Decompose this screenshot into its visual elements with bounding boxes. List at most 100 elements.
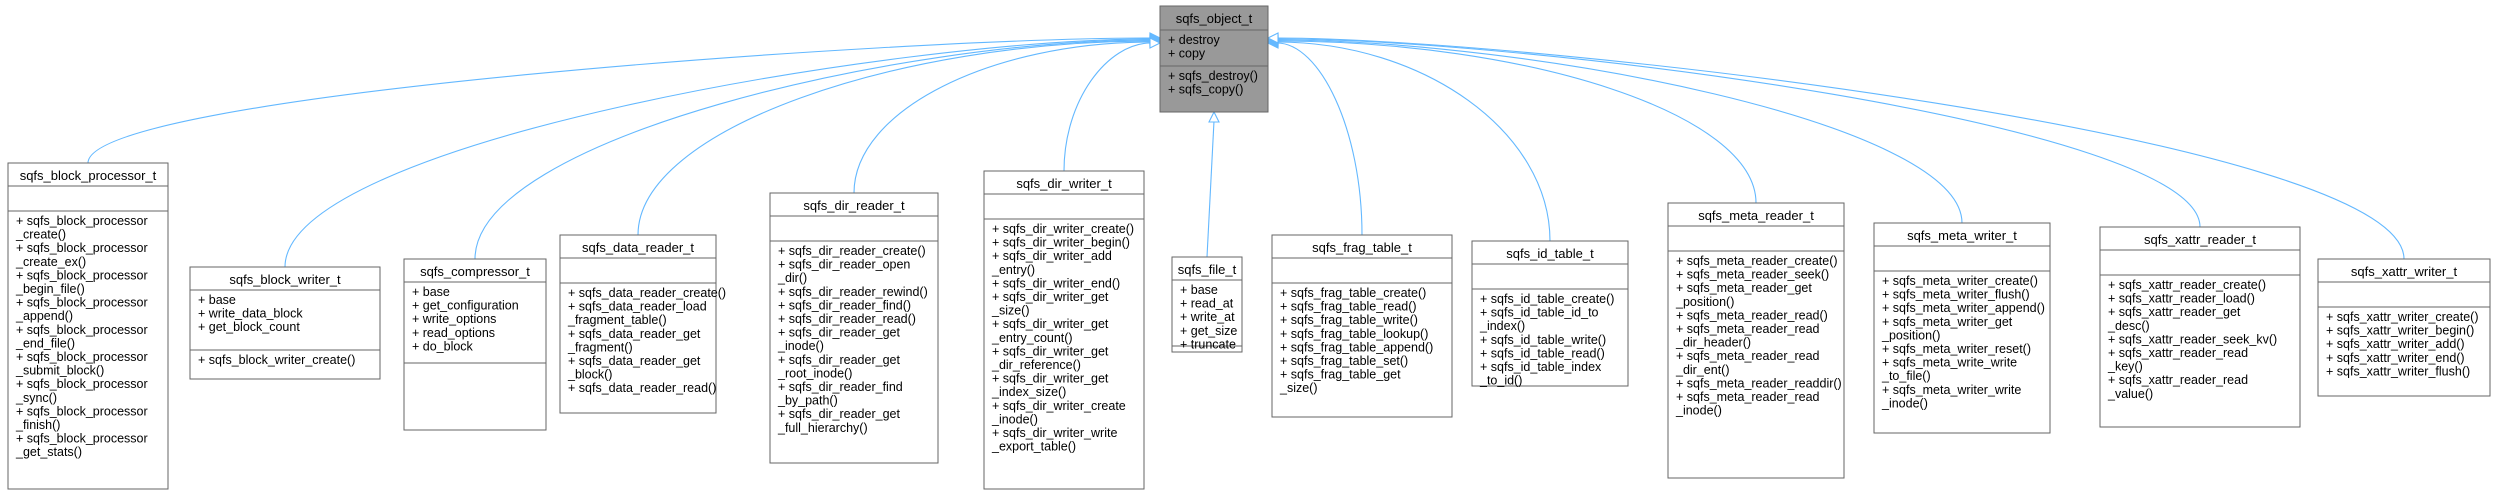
class-box-sqfs-meta-writer[interactable]: sqfs_meta_writer_t+ sqfs_meta_writer_cre…	[1873, 222, 2051, 434]
class-method: + sqfs_data_reader_get	[568, 354, 701, 368]
inheritance-edge-sqfs-dir-reader	[853, 41, 1152, 194]
class-method: + sqfs_meta_reader_read	[1676, 390, 1820, 404]
class-method: _size()	[1279, 381, 1318, 395]
class-attribute: + destroy	[1168, 33, 1221, 47]
class-method: + sqfs_frag_table_write()	[1280, 313, 1418, 327]
class-method: + sqfs_dir_writer_add	[992, 249, 1112, 263]
class-method: + sqfs_xattr_reader_read	[2108, 373, 2248, 387]
class-method: _to_file()	[1881, 369, 1931, 383]
class-method: + sqfs_frag_table_create()	[1280, 286, 1426, 300]
class-method: _get_stats()	[15, 445, 82, 459]
class-method: + sqfs_meta_writer_reset()	[1882, 342, 2031, 356]
class-method: + sqfs_dir_reader_open	[778, 258, 910, 272]
inheritance-edge-sqfs-dir-writer	[1063, 42, 1152, 172]
class-method: + sqfs_frag_table_set()	[1280, 354, 1408, 368]
class-attribute: + write_options	[412, 312, 496, 326]
class-method: + sqfs_data_reader_load	[568, 300, 707, 314]
class-method: + sqfs_block_processor	[16, 296, 148, 310]
class-name: sqfs_object_t	[1176, 11, 1253, 26]
class-method: + sqfs_xattr_reader_seek_kv()	[2108, 332, 2277, 346]
inheritance-edge-sqfs-block-processor	[87, 37, 1152, 164]
inheritance-arrowhead	[1208, 110, 1220, 123]
class-box-sqfs-xattr-reader[interactable]: sqfs_xattr_reader_t+ sqfs_xattr_reader_c…	[2099, 226, 2301, 428]
class-method: _fragment_table()	[567, 313, 667, 327]
class-method: + sqfs_xattr_reader_get	[2108, 305, 2241, 319]
class-box-sqfs-xattr-writer[interactable]: sqfs_xattr_writer_t+ sqfs_xattr_writer_c…	[2317, 258, 2491, 397]
class-name: sqfs_block_writer_t	[229, 272, 341, 287]
class-box-sqfs-data-reader[interactable]: sqfs_data_reader_t+ sqfs_data_reader_cre…	[559, 234, 726, 414]
class-box-root[interactable]: sqfs_object_t+ destroy+ copy+ sqfs_destr…	[1159, 5, 1269, 113]
class-method: + sqfs_meta_writer_append()	[1882, 301, 2045, 315]
class-attribute: + get_configuration	[412, 299, 519, 313]
class-name: sqfs_meta_reader_t	[1698, 208, 1814, 223]
class-method: _index()	[1479, 319, 1525, 333]
class-method: + sqfs_dir_reader_create()	[778, 244, 926, 258]
class-method: + sqfs_meta_write_write	[1882, 356, 2017, 370]
class-method: + sqfs_id_table_read()	[1480, 346, 1605, 360]
class-method: + sqfs_id_table_write()	[1480, 333, 1606, 347]
class-method: _sync()	[15, 391, 57, 405]
class-method: + sqfs_block_processor	[16, 323, 148, 337]
class-method: + sqfs_dir_reader_find	[778, 380, 903, 394]
class-method: _finish()	[15, 418, 60, 432]
class-method: + sqfs_meta_writer_write	[1882, 383, 2021, 397]
class-method: _value()	[2107, 387, 2153, 401]
class-box-sqfs-frag-table[interactable]: sqfs_frag_table_t+ sqfs_frag_table_creat…	[1271, 234, 1453, 418]
class-box-frame	[1667, 202, 1845, 479]
class-method: + sqfs_xattr_reader_load()	[2108, 292, 2255, 306]
inheritance-edge-sqfs-xattr-reader	[1276, 38, 2201, 228]
class-attribute: + get_block_count	[198, 320, 300, 334]
class-method: _inode()	[991, 412, 1038, 426]
inheritance-edge-sqfs-meta-writer	[1276, 39, 1963, 224]
class-method: _dir()	[777, 271, 807, 285]
class-attribute: + read_options	[412, 326, 495, 340]
class-method: + sqfs_dir_writer_create()	[992, 222, 1134, 236]
class-box-sqfs-dir-reader[interactable]: sqfs_dir_reader_t + sqfs_dir_reader_creat…	[769, 192, 939, 464]
class-method: + sqfs_data_reader_read()	[568, 381, 716, 395]
class-attribute: + get_size	[1180, 324, 1237, 338]
class-box-sqfs-id-table[interactable]: sqfs_id_table_t+ sqfs_id_table_create()+…	[1471, 240, 1629, 388]
class-box-frame	[1159, 5, 1269, 113]
class-method: + sqfs_block_processor	[16, 350, 148, 364]
class-box-frame	[983, 170, 1145, 490]
class-method: + sqfs_id_table_id_to	[1480, 306, 1599, 320]
class-method: _create()	[15, 228, 66, 242]
class-method: _dir_header()	[1675, 336, 1751, 350]
class-method: + sqfs_data_reader_get	[568, 327, 701, 341]
class-box-sqfs-compressor[interactable]: sqfs_compressor_t + base+ get_configurati…	[403, 258, 547, 431]
class-method: + sqfs_frag_table_read()	[1280, 300, 1417, 314]
class-box-sqfs-meta-reader[interactable]: sqfs_meta_reader_t+ sqfs_meta_reader_cre…	[1667, 202, 1845, 479]
class-method: + sqfs_dir_reader_get	[778, 407, 900, 421]
class-box-sqfs-dir-writer[interactable]: sqfs_dir_writer_t+ sqfs_dir_writer_creat…	[983, 170, 1145, 490]
class-box-sqfs-file[interactable]: sqfs_file_t+ base+ read_at+ write_at+ ge…	[1171, 256, 1243, 353]
class-box-frame	[1171, 256, 1243, 353]
class-method: + sqfs_block_processor	[16, 268, 148, 282]
class-method: + sqfs_dir_writer_get	[992, 317, 1109, 331]
class-attribute: + base	[412, 285, 450, 299]
class-method: + sqfs_copy()	[1168, 83, 1243, 97]
class-box-frame	[1271, 234, 1453, 418]
class-name: sqfs_meta_writer_t	[1907, 228, 2017, 243]
class-box-sqfs-block-processor[interactable]: sqfs_block_processor_t+ sqfs_block_proce…	[7, 162, 169, 490]
inheritance-edge-sqfs-data-reader	[637, 40, 1152, 236]
class-method: _index_size()	[991, 385, 1066, 399]
class-box-sqfs-block-writer[interactable]: sqfs_block_writer_t+ base+ write_data_bl…	[189, 266, 381, 380]
class-method: + sqfs_frag_table_lookup()	[1280, 327, 1428, 341]
class-method: _dir_reference()	[991, 358, 1081, 372]
class-method: + sqfs_dir_reader_rewind()	[778, 285, 928, 299]
class-method: + sqfs_dir_writer_create	[992, 399, 1126, 413]
inheritance-edge-sqfs-xattr-writer	[1276, 37, 2405, 260]
class-name: sqfs_id_table_t	[1506, 246, 1594, 261]
class-method: _entry_count()	[991, 331, 1073, 345]
inheritance-edge-sqfs-frag-table	[1276, 42, 1363, 236]
class-method: + sqfs_dir_reader_get	[778, 353, 900, 367]
class-method: _submit_block()	[15, 364, 104, 378]
class-method: _full_hierarchy()	[777, 421, 868, 435]
class-box-frame	[7, 162, 169, 490]
class-method: + sqfs_xattr_writer_add()	[2326, 337, 2465, 351]
class-box-frame	[403, 258, 547, 431]
class-name: sqfs_compressor_t	[420, 264, 530, 279]
inheritance-edge-sqfs-block-writer	[284, 38, 1152, 268]
class-name: sqfs_dir_reader_t	[803, 198, 905, 213]
